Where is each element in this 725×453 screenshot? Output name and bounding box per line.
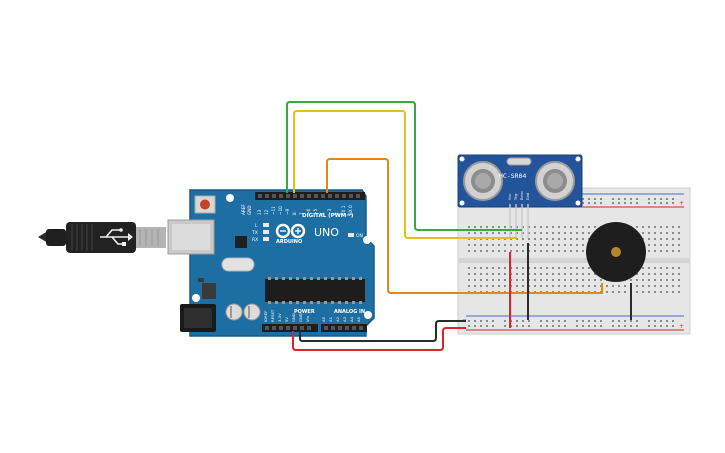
digital-pin-label: ~3 <box>327 208 332 215</box>
digital-pin-label: 12 <box>264 209 269 215</box>
digital-pin-label: ~11 <box>271 206 276 215</box>
wire-yellow[interactable] <box>293 110 517 239</box>
power-pin-label: 3.3V <box>277 313 282 322</box>
usb-cable[interactable] <box>38 222 166 253</box>
digital-pin-label: 8 <box>292 212 297 215</box>
model-label: UNO <box>314 226 339 239</box>
capacitor <box>243 303 261 321</box>
sensor-pin-label: Trig <box>514 194 518 201</box>
rail-minus-sign: − <box>462 316 467 323</box>
analog-pin-label: A4 <box>349 316 354 322</box>
sensor-pin-label: Vcc <box>508 194 512 200</box>
pin-label-gnd: GND <box>247 205 252 215</box>
analog-header-label: ANALOG IN <box>334 309 365 315</box>
digital-pin-label: 2 <box>334 212 339 215</box>
sensor-label: HC-SR04 <box>499 172 526 180</box>
arduino-logo-icon <box>275 223 306 239</box>
digital-pin-label: RX 0 <box>348 205 353 215</box>
digital-pin-label: 13 <box>257 209 262 215</box>
digital-pin-label: ~6 <box>306 208 311 215</box>
power-pin-label: GND <box>298 313 303 322</box>
transducer <box>463 161 503 201</box>
digital-pin-label: 7 <box>299 212 304 215</box>
power-pin-label: RESET <box>270 309 275 322</box>
rx-led-label: RX <box>252 237 258 243</box>
power-pin-label: Vin <box>305 315 310 322</box>
on-led-label: ON <box>356 233 363 239</box>
digital-header-label: DIGITAL (PWM~) <box>302 213 354 219</box>
wire-red-5v[interactable] <box>292 327 466 351</box>
analog-pin-label: A5 <box>356 316 361 322</box>
power-pin-label: 5V <box>284 317 289 322</box>
l-led-label: L <box>255 223 258 229</box>
hc-sr04-sensor[interactable]: HC-SR04 Vcc Trig Echo Gnd <box>457 154 583 238</box>
wire-black-gnd[interactable] <box>299 320 466 342</box>
capacitor <box>225 303 243 321</box>
digital-pin-label: ~9 <box>285 208 290 215</box>
wire-green[interactable] <box>286 101 522 231</box>
tx-led-label: TX <box>251 230 258 236</box>
breadboard[interactable]: + − + <box>457 187 691 335</box>
transducer <box>535 161 575 201</box>
power-header-label: POWER <box>294 309 315 315</box>
digital-pin-label: TX 1 <box>341 205 346 216</box>
brand-label: ARDUINO <box>276 239 302 245</box>
analog-pin-label: A3 <box>342 316 347 322</box>
analog-pin-label: A1 <box>328 316 333 322</box>
arduino-uno[interactable]: AREF GND 13 12 ~11 ~10 ~9 8 7 ~6 ~5 4 ~3… <box>167 189 375 337</box>
atmega-chip <box>265 279 365 302</box>
wire-orange[interactable] <box>326 158 603 294</box>
sensor-pin-label: Gnd <box>526 193 530 200</box>
power-pin-label: IOREF <box>263 311 268 322</box>
digital-pin-label: 4 <box>320 212 325 215</box>
sensor-pin-label: Echo <box>520 191 524 200</box>
analog-pin-label: A2 <box>335 316 340 322</box>
power-pin-label: GND <box>291 313 296 322</box>
digital-pin-label: ~5 <box>313 208 318 215</box>
analog-pin-label: A0 <box>321 316 326 322</box>
rail-plus-sign: + <box>679 323 684 330</box>
rail-plus-sign: + <box>679 200 684 207</box>
piezo-buzzer[interactable] <box>586 222 646 282</box>
pin-label-aref: AREF <box>241 204 246 215</box>
digital-pin-label: ~10 <box>278 206 283 215</box>
